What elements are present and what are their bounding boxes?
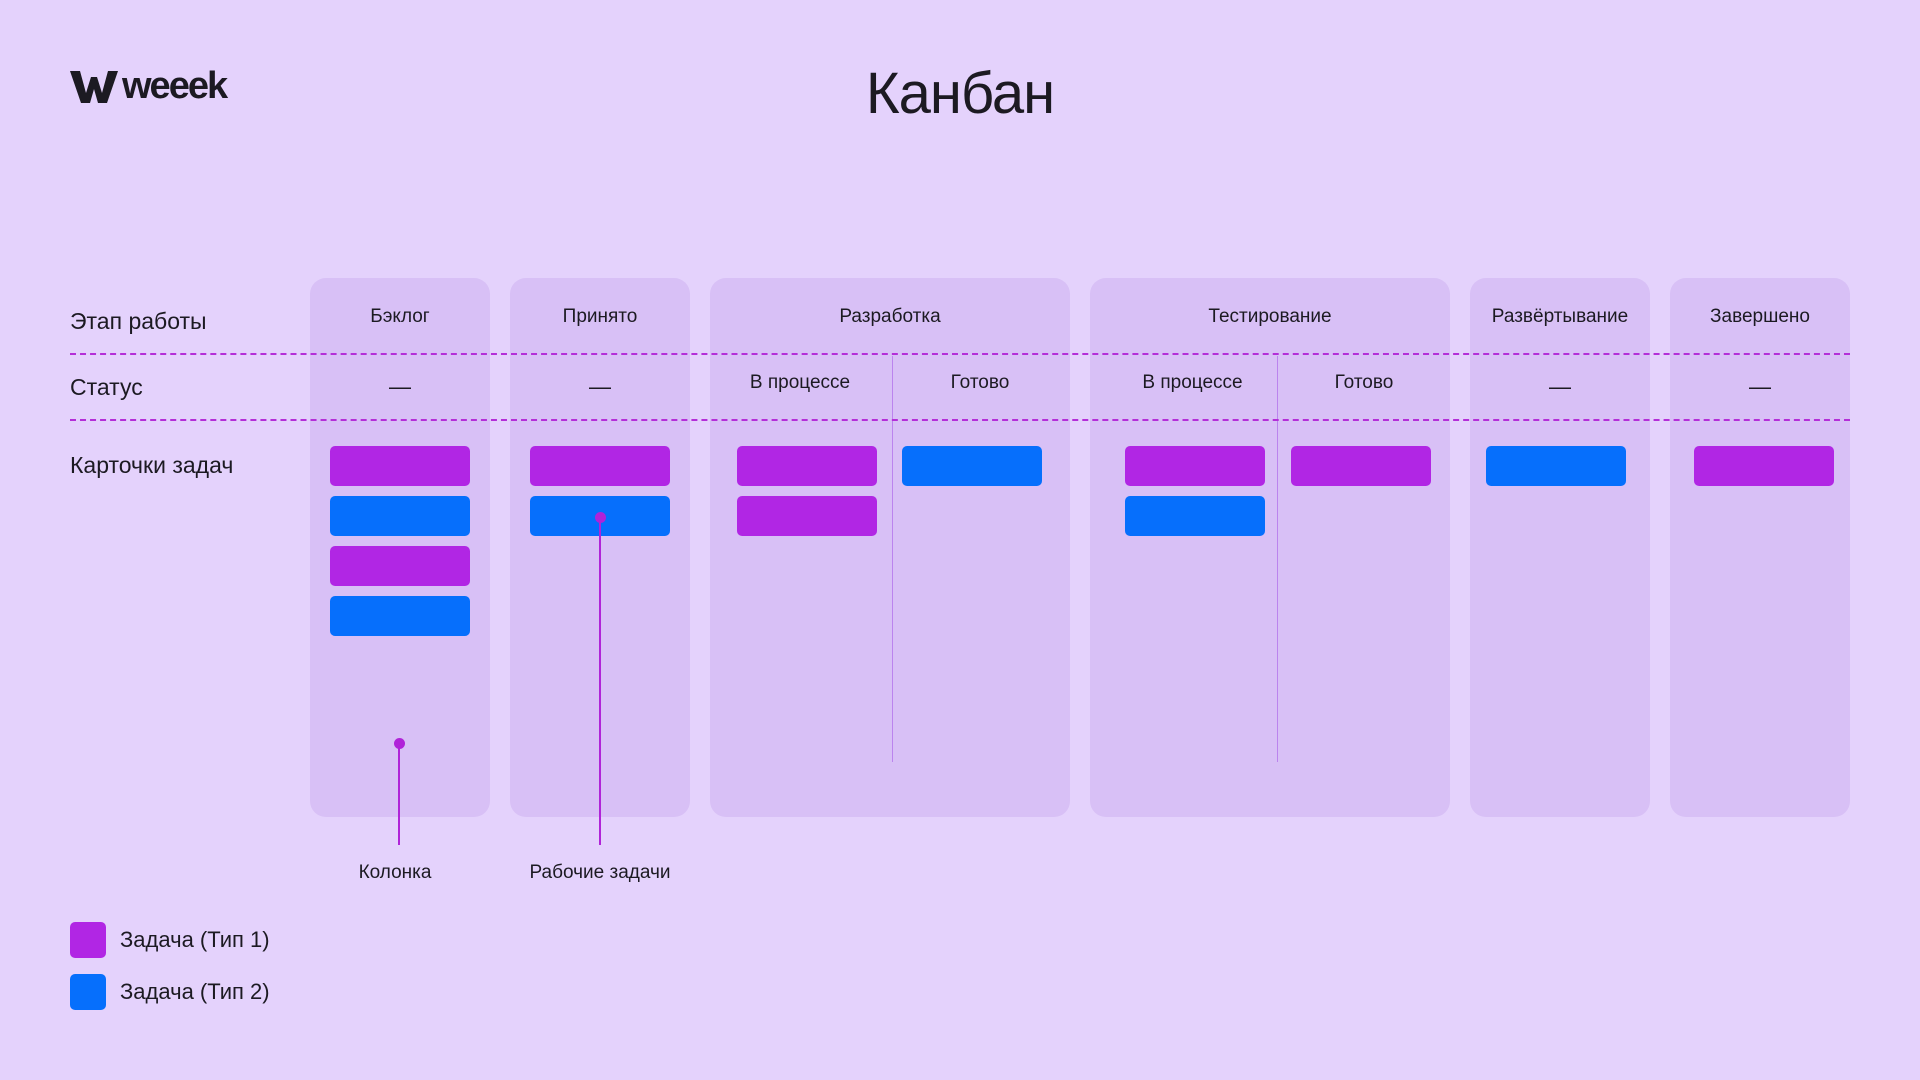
- legend-item-type2: Задача (Тип 2): [70, 974, 270, 1010]
- column-status: —: [589, 374, 611, 399]
- column-testing: Тестирование В процессе Готово: [1090, 278, 1450, 817]
- task-card-type1[interactable]: [330, 546, 470, 586]
- task-card-type1[interactable]: [330, 446, 470, 486]
- task-card-type1[interactable]: [737, 496, 877, 536]
- task-card-type2[interactable]: [330, 496, 470, 536]
- row-label-status: Статус: [70, 374, 143, 400]
- column-development: Разработка В процессе Готово: [710, 278, 1070, 817]
- legend-swatch: [70, 974, 106, 1010]
- task-card-type2[interactable]: [1125, 496, 1265, 536]
- task-card-type1[interactable]: [737, 446, 877, 486]
- substatus-in-progress: В процессе: [749, 372, 851, 393]
- task-card-type2[interactable]: [330, 596, 470, 636]
- task-card-type1[interactable]: [1291, 446, 1431, 486]
- annotation-work-tasks: Рабочие задачи: [529, 862, 671, 883]
- annotation-column: Колонка: [358, 862, 432, 883]
- column-status: —: [389, 374, 411, 399]
- row-label-stage: Этап работы: [70, 308, 207, 334]
- row-separator-dashed: [70, 419, 1850, 421]
- row-separator-dashed: [70, 353, 1850, 355]
- legend-label: Задача (Тип 2): [120, 979, 270, 1004]
- substatus-done: Готово: [950, 372, 1010, 393]
- legend-swatch: [70, 922, 106, 958]
- column-done: Завершено —: [1670, 278, 1850, 817]
- column-title: Тестирование: [1208, 306, 1332, 327]
- logo: weeek: [70, 65, 228, 107]
- task-card-type2[interactable]: [1486, 446, 1626, 486]
- column-title: Принято: [562, 306, 638, 327]
- pointer-line: [398, 743, 400, 845]
- task-card-type1[interactable]: [1125, 446, 1265, 486]
- column-title: Разработка: [839, 306, 941, 327]
- substatus-divider: [892, 356, 893, 762]
- row-label-cards: Карточки задач: [70, 452, 234, 478]
- task-card-type1[interactable]: [1694, 446, 1834, 486]
- weeek-logo-icon: [70, 71, 118, 103]
- column-title: Завершено: [1710, 306, 1810, 327]
- column-title: Бэклог: [370, 306, 430, 327]
- task-card-type2[interactable]: [902, 446, 1042, 486]
- task-card-type1[interactable]: [530, 446, 670, 486]
- column-backlog: Бэклог —: [310, 278, 490, 817]
- logo-text: weeek: [122, 65, 228, 107]
- column-deploy: Развёртывание —: [1470, 278, 1650, 817]
- page-title: Канбан: [865, 61, 1055, 126]
- legend-item-type1: Задача (Тип 1): [70, 922, 270, 958]
- substatus-in-progress: В процессе: [1142, 372, 1243, 393]
- legend-label: Задача (Тип 1): [120, 927, 270, 952]
- substatus-done: Готово: [1334, 372, 1394, 393]
- column-title: Развёртывание: [1491, 306, 1629, 327]
- substatus-divider: [1277, 356, 1278, 762]
- pointer-line: [599, 517, 601, 845]
- column-status: —: [1749, 374, 1771, 399]
- column-status: —: [1549, 374, 1571, 399]
